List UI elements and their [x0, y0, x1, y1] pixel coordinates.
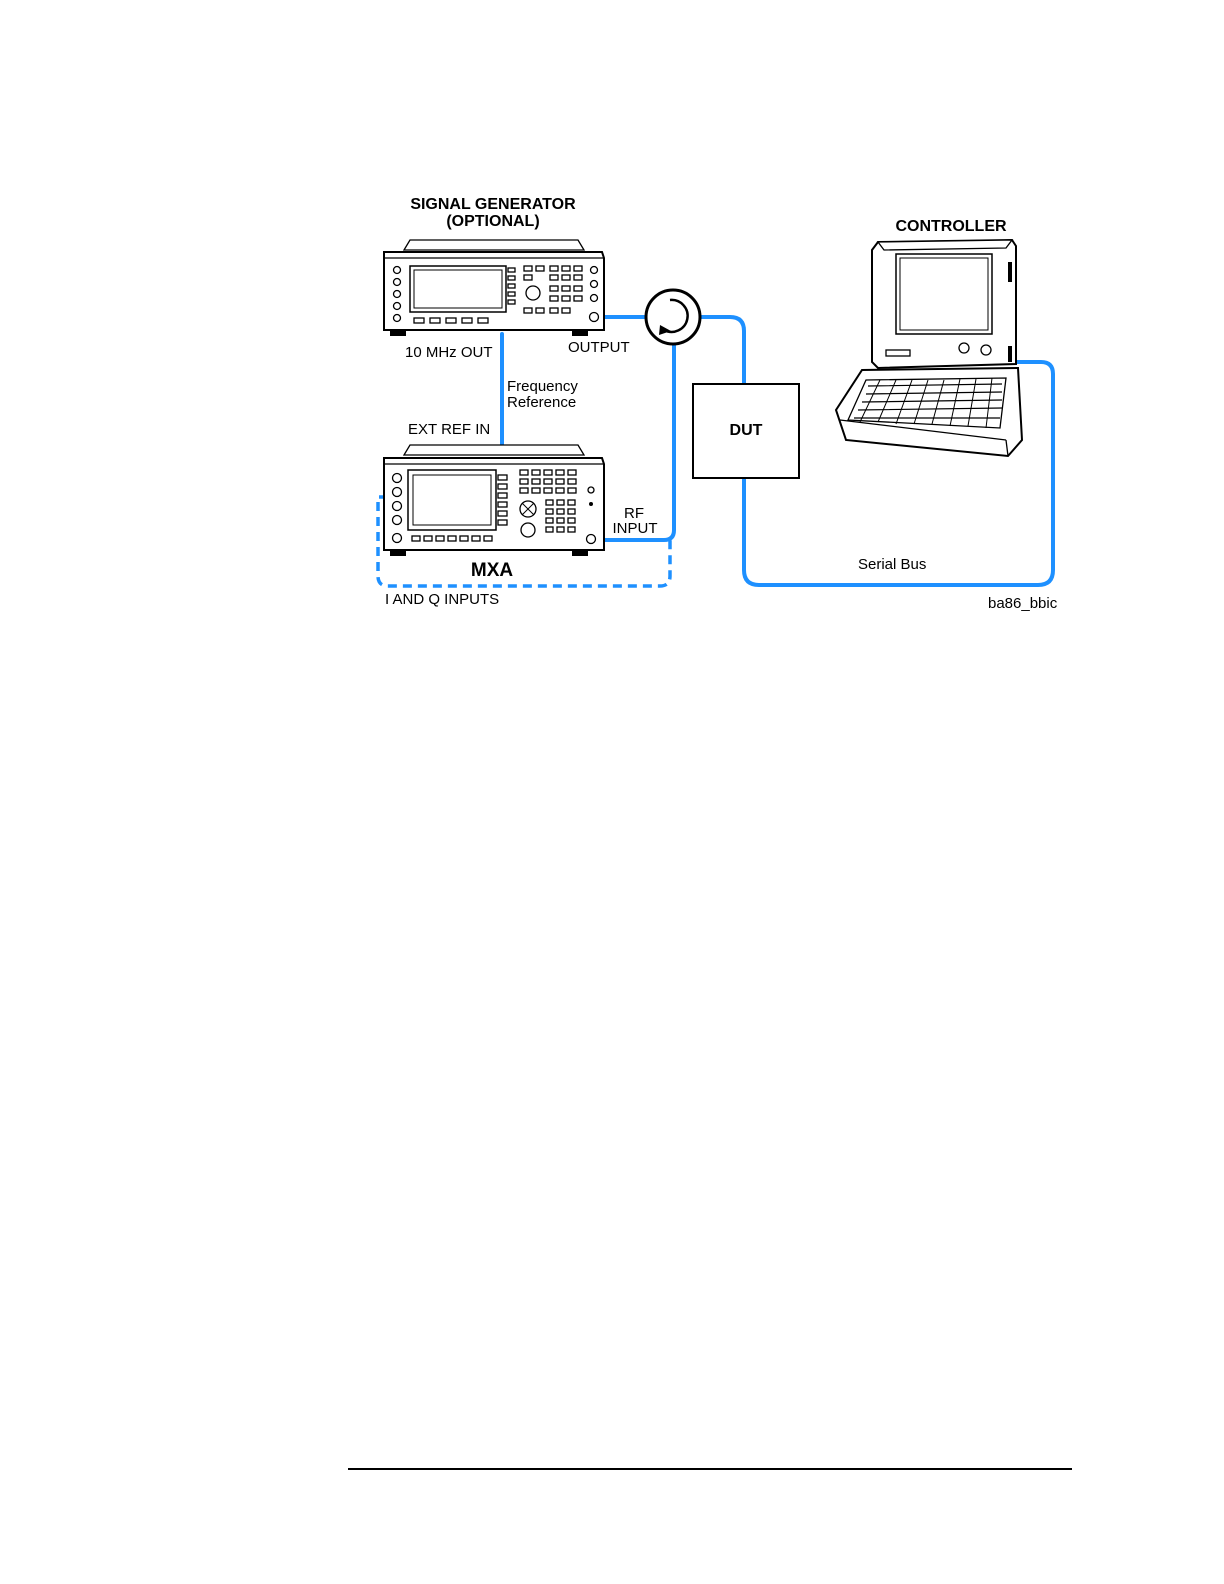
mxa-label: MXA: [471, 560, 514, 581]
output-connector-icon: [590, 313, 599, 322]
dut-label: DUT: [730, 422, 763, 439]
serial-bus-label: Serial Bus: [858, 556, 926, 573]
controller-laptop: [836, 240, 1022, 456]
reference-label: Reference: [507, 394, 576, 411]
figure-id-label: ba86_bbic: [988, 595, 1058, 612]
i-and-q-inputs-label: I AND Q INPUTS: [385, 591, 499, 608]
input-label: INPUT: [613, 520, 658, 537]
circulator-to-dut-cable: [698, 317, 744, 384]
signal-generator-title: SIGNAL GENERATOR: [410, 196, 576, 213]
ext-ref-in-label: EXT REF IN: [408, 421, 490, 438]
mxa-instrument: [384, 445, 604, 556]
footer-rule: [348, 1468, 1072, 1470]
ten-mhz-out-label: 10 MHz OUT: [405, 344, 493, 361]
rf-input-connector-icon: [587, 535, 596, 544]
circulator-icon: [646, 290, 700, 344]
signal-generator-optional-label: (OPTIONAL): [446, 213, 539, 230]
output-label: OUTPUT: [568, 339, 630, 356]
frequency-label: Frequency: [507, 378, 578, 395]
controller-title: CONTROLLER: [895, 218, 1007, 235]
signal-generator-instrument: [384, 240, 604, 336]
